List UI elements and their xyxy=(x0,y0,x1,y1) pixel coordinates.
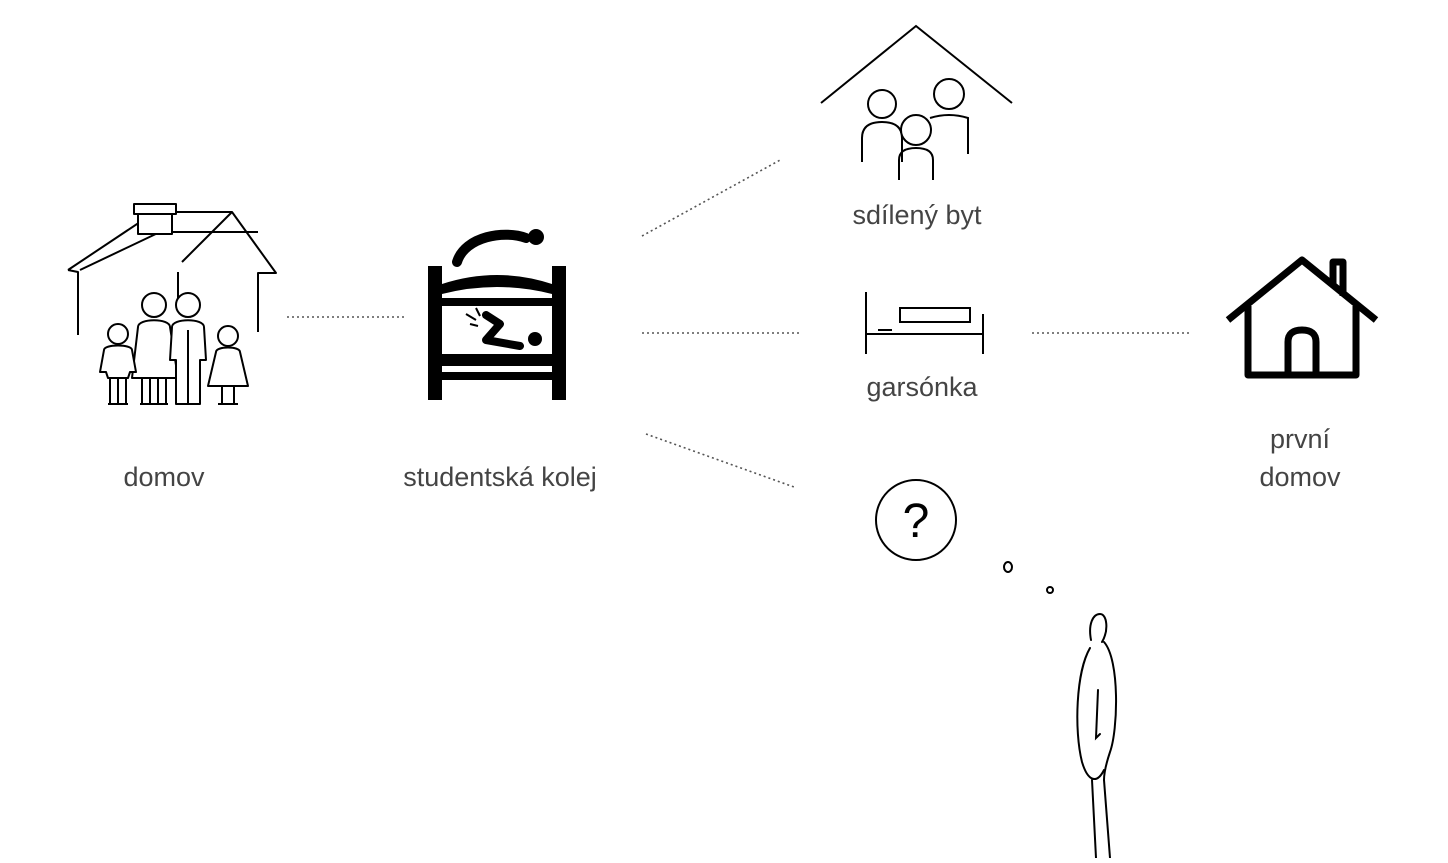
dorm-label: studentská kolej xyxy=(380,458,620,496)
bunk-bed-icon xyxy=(428,229,566,400)
thinking-person-icon xyxy=(1077,614,1116,858)
first-home-label-line1: první xyxy=(1230,420,1370,458)
bed-icon xyxy=(866,292,983,354)
home-label: domov xyxy=(104,458,224,496)
connector-dorm-unknown xyxy=(646,434,794,487)
studio-label: garsónka xyxy=(842,368,1002,406)
house-icon xyxy=(1228,260,1376,375)
shared-household-icon xyxy=(821,26,1012,180)
shared-flat-label: sdílený byt xyxy=(822,196,1012,234)
first-home-label-line2: domov xyxy=(1230,458,1370,496)
svg-text:?: ? xyxy=(903,495,930,548)
first-home-label: první domov xyxy=(1230,420,1370,496)
connector-dorm-shared-flat xyxy=(642,159,782,236)
thought-dot-icon xyxy=(1004,562,1012,572)
family-house-icon xyxy=(68,204,276,404)
thought-dot-icon xyxy=(1047,587,1053,593)
question-mark-icon: ? xyxy=(876,480,956,560)
